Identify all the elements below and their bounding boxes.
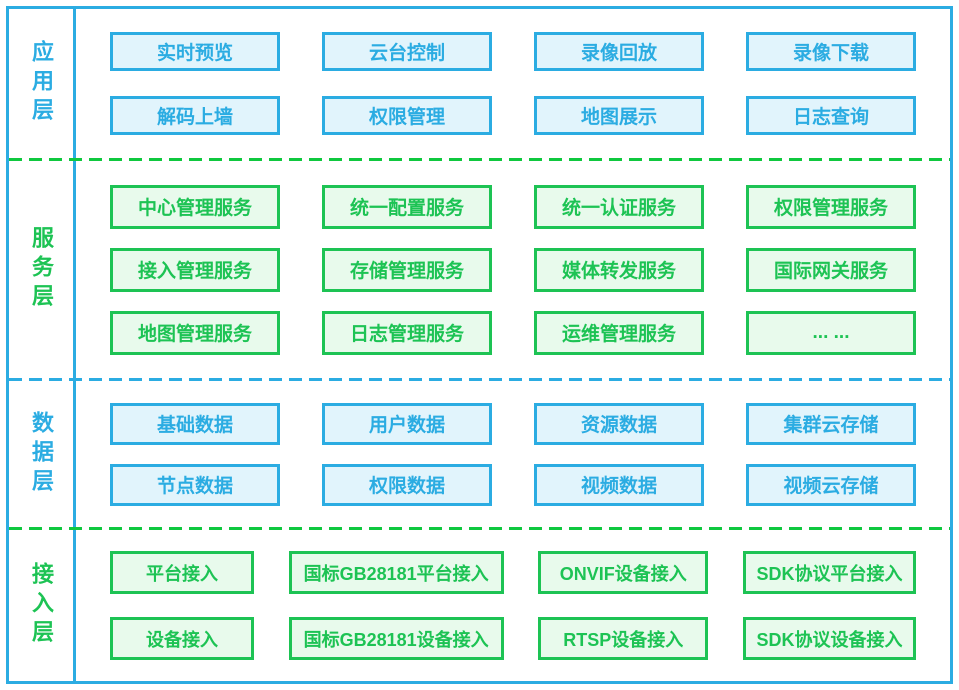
separator-app-service: [9, 158, 950, 161]
service-row-1: 中心管理服务 统一配置服务 统一认证服务 权限管理服务: [110, 184, 916, 229]
access-row-1: 平台接入 国标GB28181平台接入 ONVIF设备接入 SDK协议平台接入: [110, 551, 916, 594]
layer-label-application: 应用层: [9, 9, 76, 158]
access-box-gb28181-platform-access: 国标GB28181平台接入: [288, 551, 504, 594]
service-box-unified-config: 统一配置服务: [322, 184, 492, 229]
app-box-video-download: 录像下载: [746, 32, 916, 71]
service-box-permission-management: 权限管理服务: [746, 184, 916, 229]
app-box-decode-to-wall: 解码上墙: [110, 96, 280, 135]
access-box-sdk-platform-access: SDK协议平台接入: [742, 551, 916, 594]
service-box-media-forwarding: 媒体转发服务: [534, 247, 704, 292]
separator-service-data: [9, 378, 950, 381]
app-box-map-display: 地图展示: [534, 96, 704, 135]
data-box-video-data: 视频数据: [534, 463, 704, 506]
layer-label-text: 应用层: [29, 40, 54, 127]
access-box-rtsp-device-access: RTSP设备接入: [538, 617, 709, 660]
service-box-central-management: 中心管理服务: [110, 184, 280, 229]
app-box-permission-management: 权限管理: [322, 96, 492, 135]
app-box-log-query: 日志查询: [746, 96, 916, 135]
layer-label-access: 接入层: [9, 530, 76, 681]
app-row-1: 实时预览 云台控制 录像回放 录像下载: [110, 32, 916, 71]
data-box-video-cloud-storage: 视频云存储: [746, 463, 916, 506]
layer-data: 数据层 基础数据 用户数据 资源数据 集群云存储 节点数据 权限数据 视频数据 …: [9, 381, 950, 527]
service-box-storage-management: 存储管理服务: [322, 247, 492, 292]
service-box-more-ellipsis: ... ...: [746, 310, 916, 355]
service-box-access-management: 接入管理服务: [110, 247, 280, 292]
access-box-onvif-device-access: ONVIF设备接入: [538, 551, 709, 594]
layer-data-content: 基础数据 用户数据 资源数据 集群云存储 节点数据 权限数据 视频数据 视频云存…: [76, 381, 950, 527]
service-box-log-management: 日志管理服务: [322, 310, 492, 355]
data-box-permission-data: 权限数据: [322, 463, 492, 506]
access-box-device-access: 设备接入: [110, 617, 254, 660]
data-box-node-data: 节点数据: [110, 463, 280, 506]
data-box-basic-data: 基础数据: [110, 402, 280, 445]
data-row-2: 节点数据 权限数据 视频数据 视频云存储: [110, 463, 916, 506]
layer-label-text: 服务层: [29, 226, 54, 313]
access-box-sdk-device-access: SDK协议设备接入: [742, 617, 916, 660]
data-box-resource-data: 资源数据: [534, 402, 704, 445]
access-row-2: 设备接入 国标GB28181设备接入 RTSP设备接入 SDK协议设备接入: [110, 617, 916, 660]
data-row-1: 基础数据 用户数据 资源数据 集群云存储: [110, 402, 916, 445]
layer-label-data: 数据层: [9, 381, 76, 527]
access-box-gb28181-device-access: 国标GB28181设备接入: [288, 617, 504, 660]
layer-label-text: 数据层: [29, 410, 54, 498]
separator-data-access: [9, 527, 950, 530]
app-box-ptz-control: 云台控制: [322, 32, 492, 71]
service-box-map-management: 地图管理服务: [110, 310, 280, 355]
app-box-realtime-preview: 实时预览: [110, 32, 280, 71]
layer-service: 服务层 中心管理服务 统一配置服务 统一认证服务 权限管理服务 接入管理服务 存…: [9, 161, 950, 378]
service-box-ops-management: 运维管理服务: [534, 310, 704, 355]
layer-access: 接入层 平台接入 国标GB28181平台接入 ONVIF设备接入 SDK协议平台…: [9, 530, 950, 681]
access-box-platform-access: 平台接入: [110, 551, 254, 594]
service-row-2: 接入管理服务 存储管理服务 媒体转发服务 国际网关服务: [110, 247, 916, 292]
layer-application: 应用层 实时预览 云台控制 录像回放 录像下载 解码上墙 权限管理 地图展示 日…: [9, 9, 950, 158]
service-box-international-gateway: 国际网关服务: [746, 247, 916, 292]
data-box-user-data: 用户数据: [322, 402, 492, 445]
layer-label-service: 服务层: [9, 161, 76, 378]
layer-application-content: 实时预览 云台控制 录像回放 录像下载 解码上墙 权限管理 地图展示 日志查询: [76, 9, 950, 158]
layer-label-text: 接入层: [29, 562, 54, 649]
data-box-cluster-cloud-storage: 集群云存储: [746, 402, 916, 445]
layer-service-content: 中心管理服务 统一配置服务 统一认证服务 权限管理服务 接入管理服务 存储管理服…: [76, 161, 950, 378]
app-row-2: 解码上墙 权限管理 地图展示 日志查询: [110, 96, 916, 135]
app-box-video-playback: 录像回放: [534, 32, 704, 71]
architecture-diagram-frame: 应用层 实时预览 云台控制 录像回放 录像下载 解码上墙 权限管理 地图展示 日…: [6, 6, 953, 684]
service-row-3: 地图管理服务 日志管理服务 运维管理服务 ... ...: [110, 310, 916, 355]
service-box-unified-auth: 统一认证服务: [534, 184, 704, 229]
layer-access-content: 平台接入 国标GB28181平台接入 ONVIF设备接入 SDK协议平台接入 设…: [76, 530, 950, 681]
